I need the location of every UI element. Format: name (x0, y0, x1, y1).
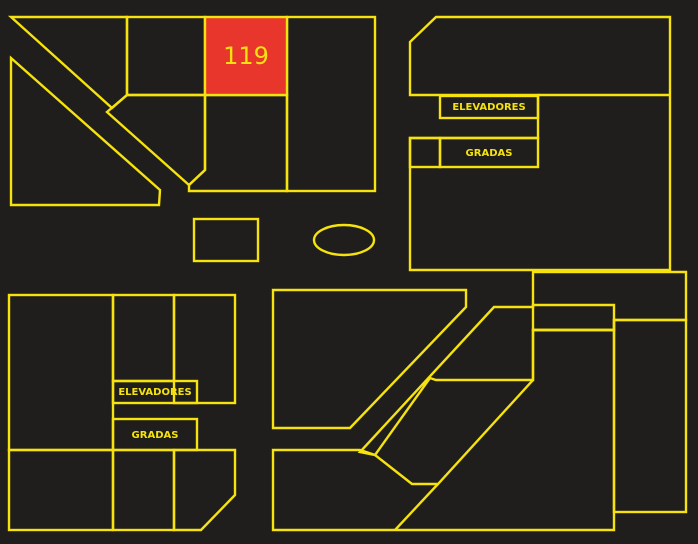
stairs-left-label: GRADAS (132, 430, 179, 441)
store-top-left-corner[interactable] (7, 15, 129, 110)
stairs-right-box[interactable] (438, 136, 540, 169)
elevators-right-box[interactable] (438, 94, 540, 120)
store-bottom-center-upper[interactable] (271, 288, 468, 430)
diagonal-divider (394, 483, 439, 531)
store-bottom-center-lower[interactable] (271, 328, 616, 532)
store-bottom-left-lower1[interactable] (7, 448, 115, 532)
bottom-right-block (271, 270, 688, 532)
bottom-left-block: ELEVADORES GRADAS (7, 293, 237, 532)
store-bottom-right-top[interactable] (531, 270, 688, 332)
store-top-left-triangle[interactable] (9, 55, 162, 207)
stairs-small-box-right[interactable] (408, 136, 442, 169)
store-bottom-left-col2[interactable] (111, 293, 176, 383)
store-119-highlighted[interactable] (203, 15, 289, 97)
store-bottom-right-tall[interactable] (612, 318, 688, 514)
store-top-right-large[interactable] (408, 15, 672, 272)
elevators-right-label: ELEVADORES (452, 102, 525, 113)
store-top-right-of-119[interactable] (285, 15, 377, 193)
elevators-left-label: ELEVADORES (118, 387, 191, 398)
store-diagonal-strip[interactable] (357, 303, 616, 457)
store-diagonal-lower[interactable] (105, 93, 207, 187)
store-top-left-mid[interactable] (125, 15, 207, 97)
top-right-block: ELEVADORES GRADAS (408, 15, 672, 272)
store-bottom-left-lower3[interactable] (172, 448, 237, 532)
stairs-right-label: GRADAS (466, 148, 513, 159)
top-left-block: 119 (7, 15, 377, 207)
fountain-oval (312, 223, 376, 257)
store-below-119[interactable] (187, 93, 289, 193)
kiosk-rectangle[interactable] (192, 217, 260, 263)
store-bottom-left-upper[interactable] (7, 293, 115, 452)
store-bottom-left-lower2[interactable] (111, 448, 176, 532)
store-119-number: 119 (223, 42, 269, 70)
elevators-left-box[interactable] (111, 379, 199, 405)
store-bottom-left-col3[interactable] (172, 293, 237, 405)
